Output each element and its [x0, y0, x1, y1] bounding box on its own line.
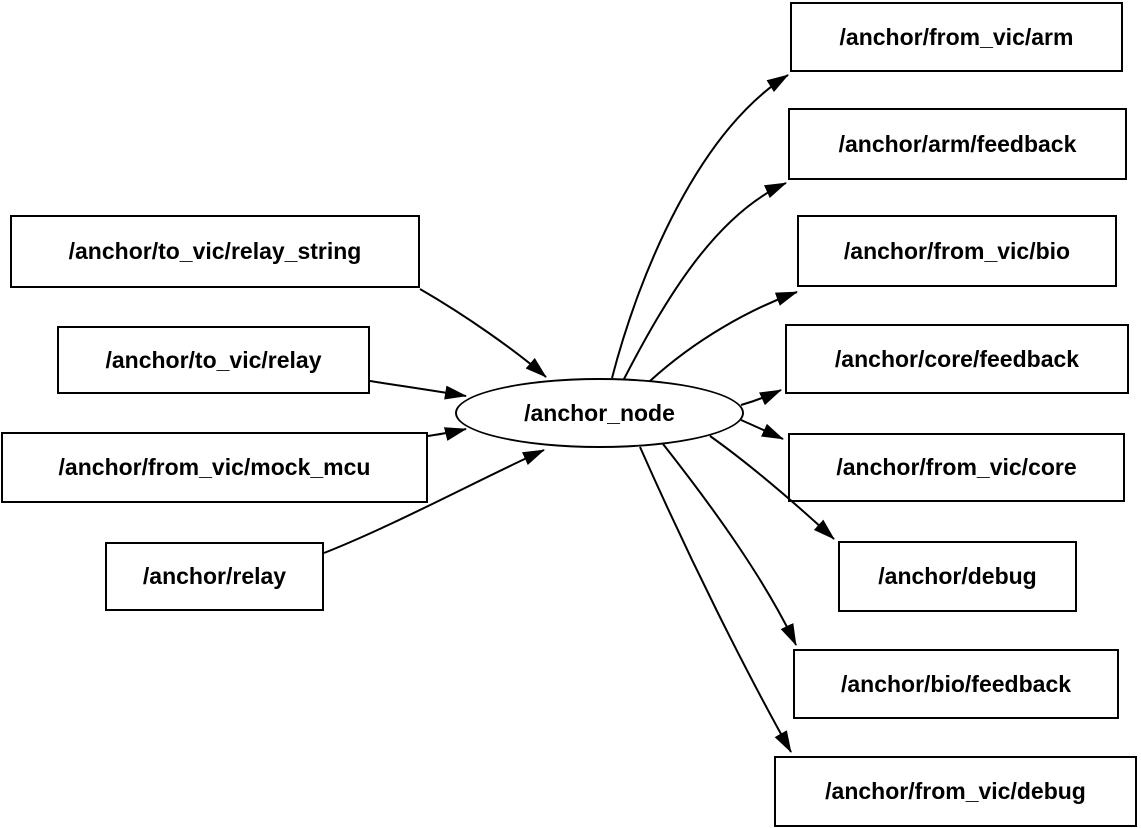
edge-anchor-node-to-core-feedback: [740, 389, 782, 406]
topic-box-relay: /anchor/relay: [105, 542, 324, 611]
edge-anchor-node-to-from-vic-core: [740, 419, 784, 440]
edge-anchor-node-to-from-vic-debug: [639, 446, 792, 753]
edge-to-vic-relay-string-to-anchor-node: [419, 288, 547, 378]
edge-anchor-node-to-from-vic-bio: [649, 291, 798, 382]
node-ellipse-anchor-node: /anchor_node: [455, 378, 744, 448]
edge-anchor-node-to-from-vic-arm: [611, 74, 789, 379]
topic-box-to-vic-relay: /anchor/to_vic/relay: [57, 326, 370, 394]
topic-box-from-vic-bio: /anchor/from_vic/bio: [797, 215, 1117, 287]
topic-box-from-vic-core: /anchor/from_vic/core: [788, 433, 1125, 502]
topic-box-arm-feedback: /anchor/arm/feedback: [788, 108, 1127, 180]
topic-box-from-vic-debug: /anchor/from_vic/debug: [774, 756, 1137, 827]
topic-box-core-feedback: /anchor/core/feedback: [785, 324, 1129, 394]
edge-anchor-node-to-arm-feedback: [623, 182, 787, 380]
topic-box-to-vic-relay-string: /anchor/to_vic/relay_string: [10, 215, 420, 288]
topic-box-debug: /anchor/debug: [838, 541, 1077, 612]
edge-anchor-node-to-bio-feedback: [662, 443, 797, 646]
edge-to-vic-relay-to-anchor-node: [369, 380, 467, 400]
topic-box-from-vic-arm: /anchor/from_vic/arm: [790, 2, 1123, 72]
topic-box-bio-feedback: /anchor/bio/feedback: [793, 649, 1119, 719]
topic-box-from-vic-mock-mcu: /anchor/from_vic/mock_mcu: [1, 432, 428, 503]
edge-from-vic-mock-mcu-to-anchor-node: [427, 427, 467, 441]
